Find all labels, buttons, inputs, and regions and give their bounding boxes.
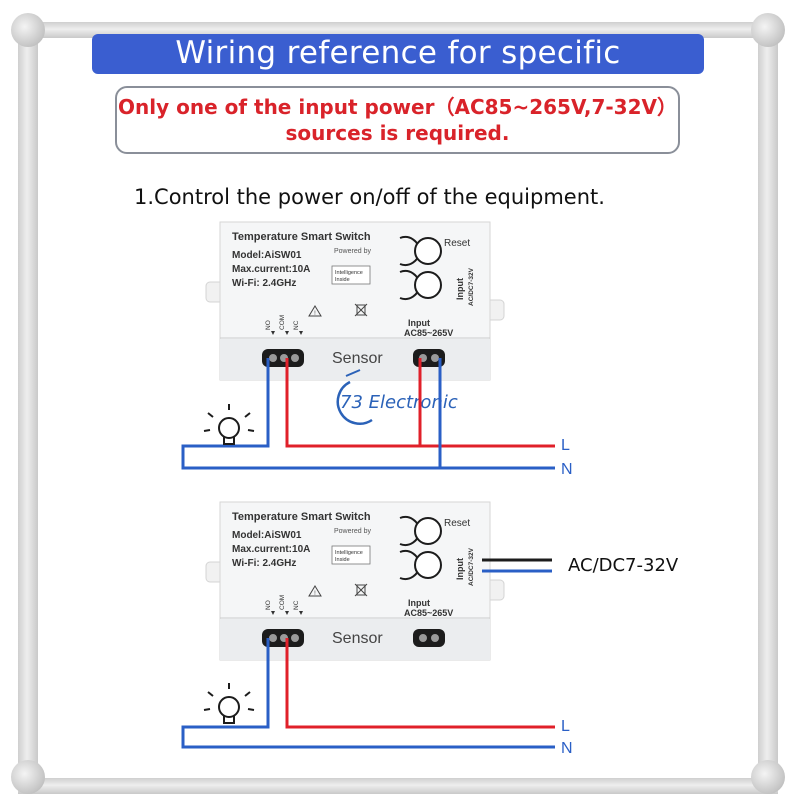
device-2-input-ac-value: AC85~265V [404,608,453,618]
device-2-input-dc-label: Input [455,558,465,580]
device-2-name: Temperature Smart Switch [232,511,371,523]
light-bulb-icon [203,404,255,445]
device-1-input-ac-label: Input [408,318,430,328]
wire-2-neutral-label: N [561,740,573,757]
device-1-sensor-label: Sensor [332,350,383,367]
device-2-input-dc-value: AC/DC7-32V [468,547,475,586]
device-2-input-ac-label: Input [408,598,430,608]
device-2-powered-by: Powered by [334,528,371,535]
device-1-name: Temperature Smart Switch [232,231,371,243]
device-1-intelligence-2: Inside [335,277,350,283]
device-1-model: Model:AiSW01 [232,250,302,261]
frame-knot-bottom-right [751,760,785,794]
device-1-input-ac-value: AC85~265V [404,328,453,338]
device-1-input-dc-value: AC/DC7-32V [468,267,475,306]
light-bulb-icon [203,683,255,724]
power-note-box: Only one of the input power（AC85~265V,7-… [115,86,680,154]
device-2-intelligence-2: Inside [335,557,350,563]
frame-knot-top-right [751,13,785,47]
power-note-line-1: Only one of the input power（AC85~265V,7-… [118,95,677,119]
device-2-sensor-label: Sensor [332,630,383,647]
frame-right-bar [758,20,778,790]
dc-source-label: AC/DC7-32V [568,555,679,576]
watermark-text: 73 Electronic [340,392,458,413]
device-2-terminal-com: COM [279,595,286,610]
power-note-line-2: sources is required. [285,121,510,145]
device-2-reset-label: Reset [444,518,470,529]
frame-left-bar [18,20,38,790]
device-1-powered-by: Powered by [334,248,371,255]
device-1-current: Max.current:10A [232,264,310,275]
device-1-terminal-com: COM [279,315,286,330]
device-2-model: Model:AiSW01 [232,530,302,541]
device-1-terminal-nc: NC [293,320,300,330]
wire-1-live-label: L [561,437,570,454]
device-2: Temperature Smart Switch Powered by Mode… [205,501,505,661]
device-1-wifi: Wi-Fi: 2.4GHz [232,278,296,289]
frame-bottom-bar [18,778,778,794]
device-1-reset-label: Reset [444,238,470,249]
device-2-terminal-no: NO [265,600,272,610]
wire-2-live-label: L [561,718,570,735]
wire-1-neutral-label: N [561,461,573,478]
dc-input-wires [482,558,552,573]
frame-knot-bottom-left [11,760,45,794]
device-1: Temperature Smart Switch Powered by Mode… [205,221,505,381]
watermark-logo: 73 Electronic [336,369,458,425]
device-2-terminal-nc: NC [293,600,300,610]
step-title: 1.Control the power on/off of the equipm… [134,185,605,209]
device-2-current: Max.current:10A [232,544,310,555]
device-1-input-dc-label: Input [455,278,465,300]
device-2-wifi: Wi-Fi: 2.4GHz [232,558,296,569]
frame-knot-top-left [11,13,45,47]
wiring-1 [181,358,555,470]
device-1-terminal-no: NO [265,320,272,330]
wiring-2 [181,638,555,749]
device-1-intelligence-1: Intelligence [335,270,363,276]
device-2-intelligence-1: Intelligence [335,550,363,556]
